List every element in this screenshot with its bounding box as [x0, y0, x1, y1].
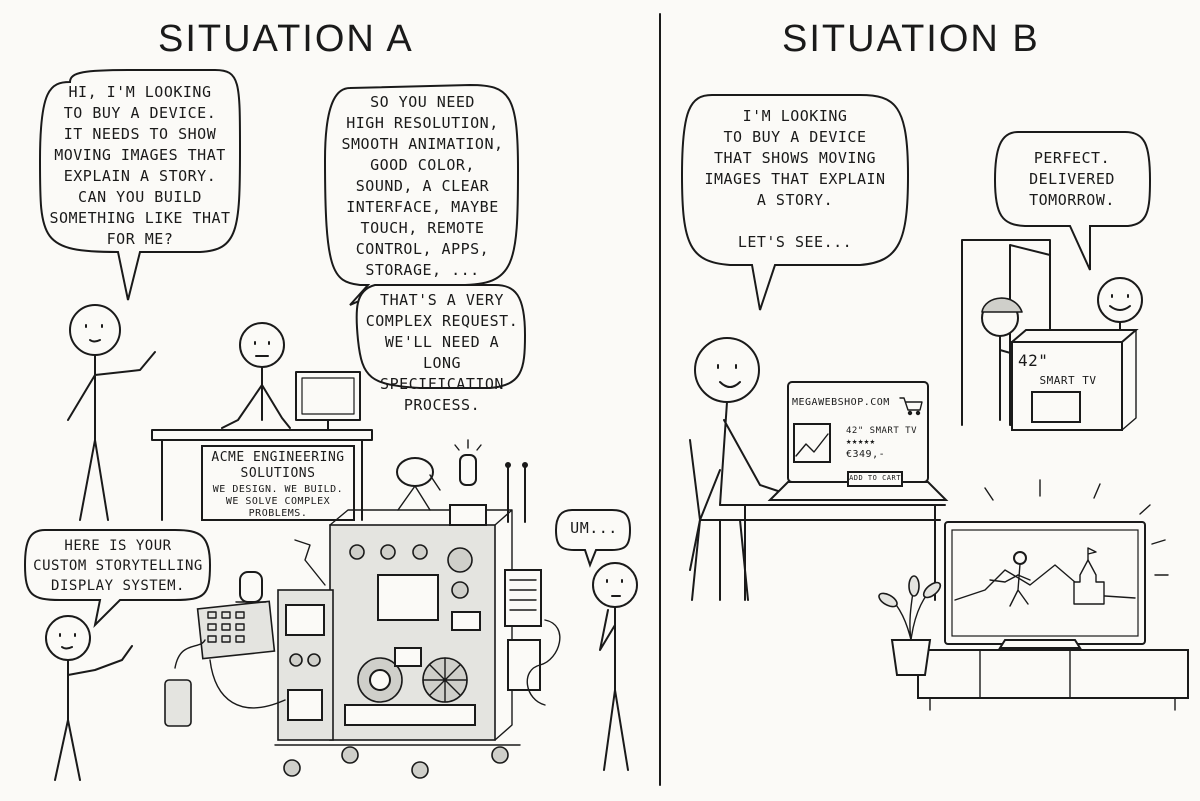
- panel-b-title: SITUATION B: [782, 18, 1040, 60]
- acme-sign: [201, 445, 355, 521]
- add-to-cart-button[interactable]: ADD TO CART: [849, 474, 901, 482]
- box-size-text: 42": [1018, 351, 1049, 370]
- castle-icon: [1073, 547, 1105, 605]
- tv-box: [1009, 329, 1139, 431]
- engineer-figure-delivering: [45, 615, 133, 781]
- customer-followup-text: LET'S SEE...: [737, 233, 853, 251]
- tv-stand: [917, 649, 1189, 711]
- box-label-text: SMART TV: [1039, 374, 1097, 387]
- customer-figure-a: [67, 304, 156, 521]
- acme-sign-tagline: WE DESIGN. WE BUILD. WE SOLVE COMPLEX PR…: [212, 484, 344, 519]
- engineer-figure-a: [221, 322, 291, 429]
- courier-reply-text: PERFECT. DELIVERED TOMORROW.: [1029, 149, 1115, 209]
- acme-sign-title: ACME ENGINEERING SOLUTIONS: [211, 450, 345, 481]
- delivery-text: HERE IS YOUR CUSTOM STORYTELLING DISPLAY…: [33, 538, 203, 594]
- speech-bubble-reaction: [554, 509, 632, 568]
- office-chair: [689, 439, 749, 601]
- courier-figure: [981, 297, 1029, 421]
- plant-icon: [878, 575, 942, 676]
- desktop-monitor: [295, 371, 361, 431]
- custom-contraption: [164, 439, 561, 779]
- smart-tv: [944, 521, 1146, 649]
- speech-bubble-engineer-reply-2: [355, 284, 527, 389]
- engineer-reply-text: SO YOU NEED HIGH RESOLUTION, SMOOTH ANIM…: [341, 93, 504, 279]
- customer-request-b-text: I'M LOOKING TO BUY A DEVICE THAT SHOWS M…: [704, 107, 886, 209]
- confused-customer-figure: [592, 562, 638, 771]
- product-name-text: 42" SMART TV: [846, 426, 918, 436]
- shop-site-text: MEGAWEBSHOP.COM: [792, 397, 890, 408]
- product-stars: ★★★★★: [846, 437, 876, 447]
- product-price-text: €349,-: [846, 449, 886, 460]
- laptop: [767, 381, 949, 501]
- panel-a-title: SITUATION A: [158, 18, 414, 60]
- engineer-reply-2-text: THAT'S A VERY COMPLEX REQUEST. WE'LL NEE…: [365, 291, 519, 414]
- speech-bubble-customer-request-b: [680, 94, 910, 311]
- customer-request-text: HI, I'M LOOKING TO BUY A DEVICE. IT NEED…: [49, 83, 231, 248]
- speech-bubble-delivery: [23, 529, 212, 629]
- speech-bubble-customer-request: [38, 69, 242, 301]
- cart-icon: [899, 397, 923, 416]
- tv-glow-lines: [984, 479, 1169, 576]
- customer-figure-b: [689, 337, 791, 571]
- engineer-desk: [151, 429, 373, 521]
- reaction-text: UM...: [570, 519, 618, 537]
- speech-bubble-courier-reply: [993, 131, 1152, 271]
